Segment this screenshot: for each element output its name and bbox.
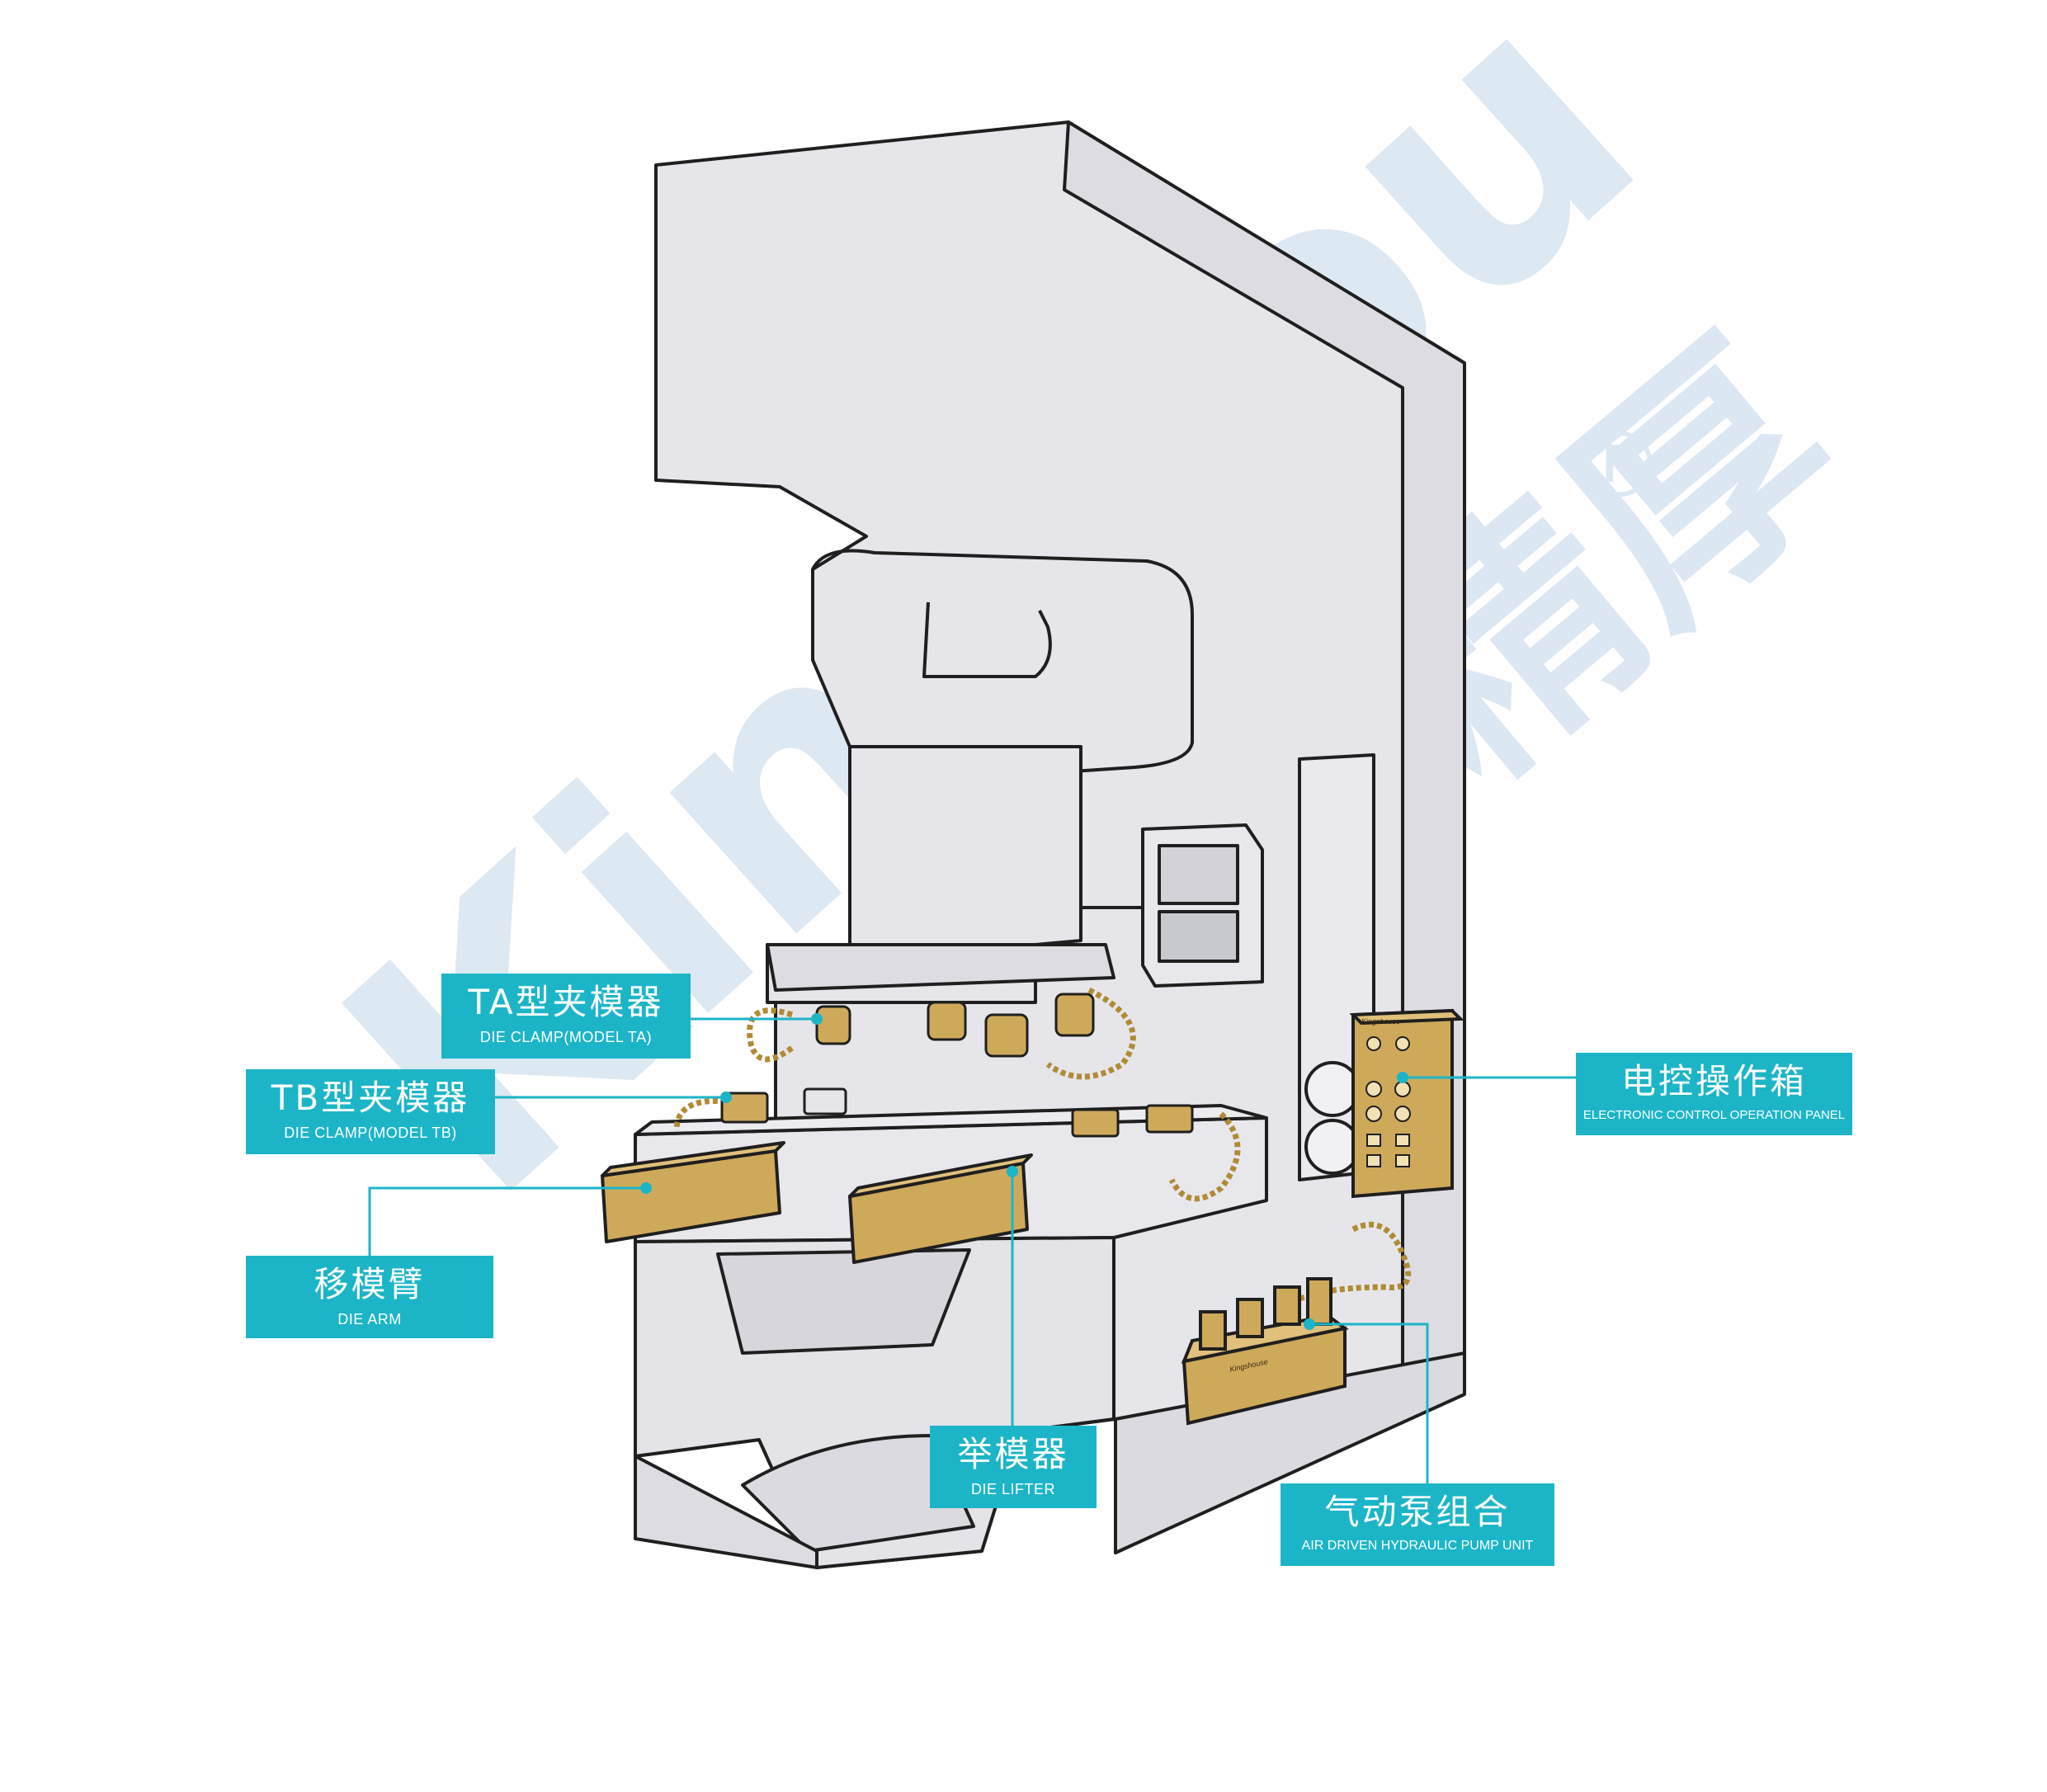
- label-pump-unit: 气动泵组合 AIR DRIVEN HYDRAULIC PUMP UNIT: [1281, 1483, 1554, 1566]
- label-die-lifter-en: DIE LIFTER: [970, 1481, 1055, 1497]
- ta-clamp-3: [984, 1013, 1029, 1058]
- hose-ta-left: [747, 1007, 795, 1063]
- leader-die-arm: [368, 1186, 646, 1256]
- hose-tb-right: [1168, 1111, 1241, 1202]
- tb-clamp-1: [720, 1092, 769, 1124]
- label-ta-en: DIE CLAMP(MODEL TA): [479, 1029, 653, 1045]
- hose-control: [1287, 1221, 1412, 1301]
- label-control-cn: 电控操作箱: [1620, 1061, 1807, 1101]
- ta-clamp-4: [1054, 993, 1095, 1037]
- label-die-lifter-cn: 举模器: [957, 1434, 1069, 1474]
- label-die-arm-en: DIE ARM: [337, 1311, 402, 1327]
- hose-tb-left: [673, 1097, 727, 1131]
- label-die-lifter: 举模器 DIE LIFTER: [930, 1426, 1097, 1508]
- label-die-arm-cn: 移模臂: [314, 1264, 426, 1304]
- leader-pump: [1309, 1323, 1429, 1485]
- label-tb-en: DIE CLAMP(MODEL TB): [284, 1125, 457, 1141]
- tb-clamp-3: [1071, 1108, 1120, 1138]
- label-pump-cn: 气动泵组合: [1324, 1492, 1511, 1532]
- label-die-clamp-ta: TA型夹模器 DIE CLAMP(MODEL TA): [441, 974, 691, 1059]
- label-die-clamp-tb: TB型夹模器 DIE CLAMP(MODEL TB): [246, 1069, 495, 1154]
- base-plate: [634, 1455, 818, 1569]
- label-control-panel: 电控操作箱 ELECTRONIC CONTROL OPERATION PANEL: [1576, 1053, 1852, 1135]
- label-pump-en: AIR DRIVEN HYDRAULIC PUMP UNIT: [1301, 1539, 1534, 1553]
- ta-clamp-1: [815, 1005, 851, 1045]
- label-die-arm: 移模臂 DIE ARM: [246, 1256, 493, 1338]
- label-ta-cn: TA型夹模器: [468, 982, 664, 1022]
- hose-ta-right: [1045, 987, 1136, 1080]
- ta-clamp-2: [927, 1001, 967, 1041]
- tb-clamp-2: [803, 1087, 847, 1115]
- control-box-brand: Kingshouse: [1361, 1017, 1401, 1026]
- label-tb-cn: TB型夹模器: [271, 1078, 470, 1118]
- label-control-en: ELECTRONIC CONTROL OPERATION PANEL: [1582, 1108, 1846, 1122]
- tb-clamp-4: [1145, 1104, 1194, 1134]
- upper-platen: [766, 943, 1115, 992]
